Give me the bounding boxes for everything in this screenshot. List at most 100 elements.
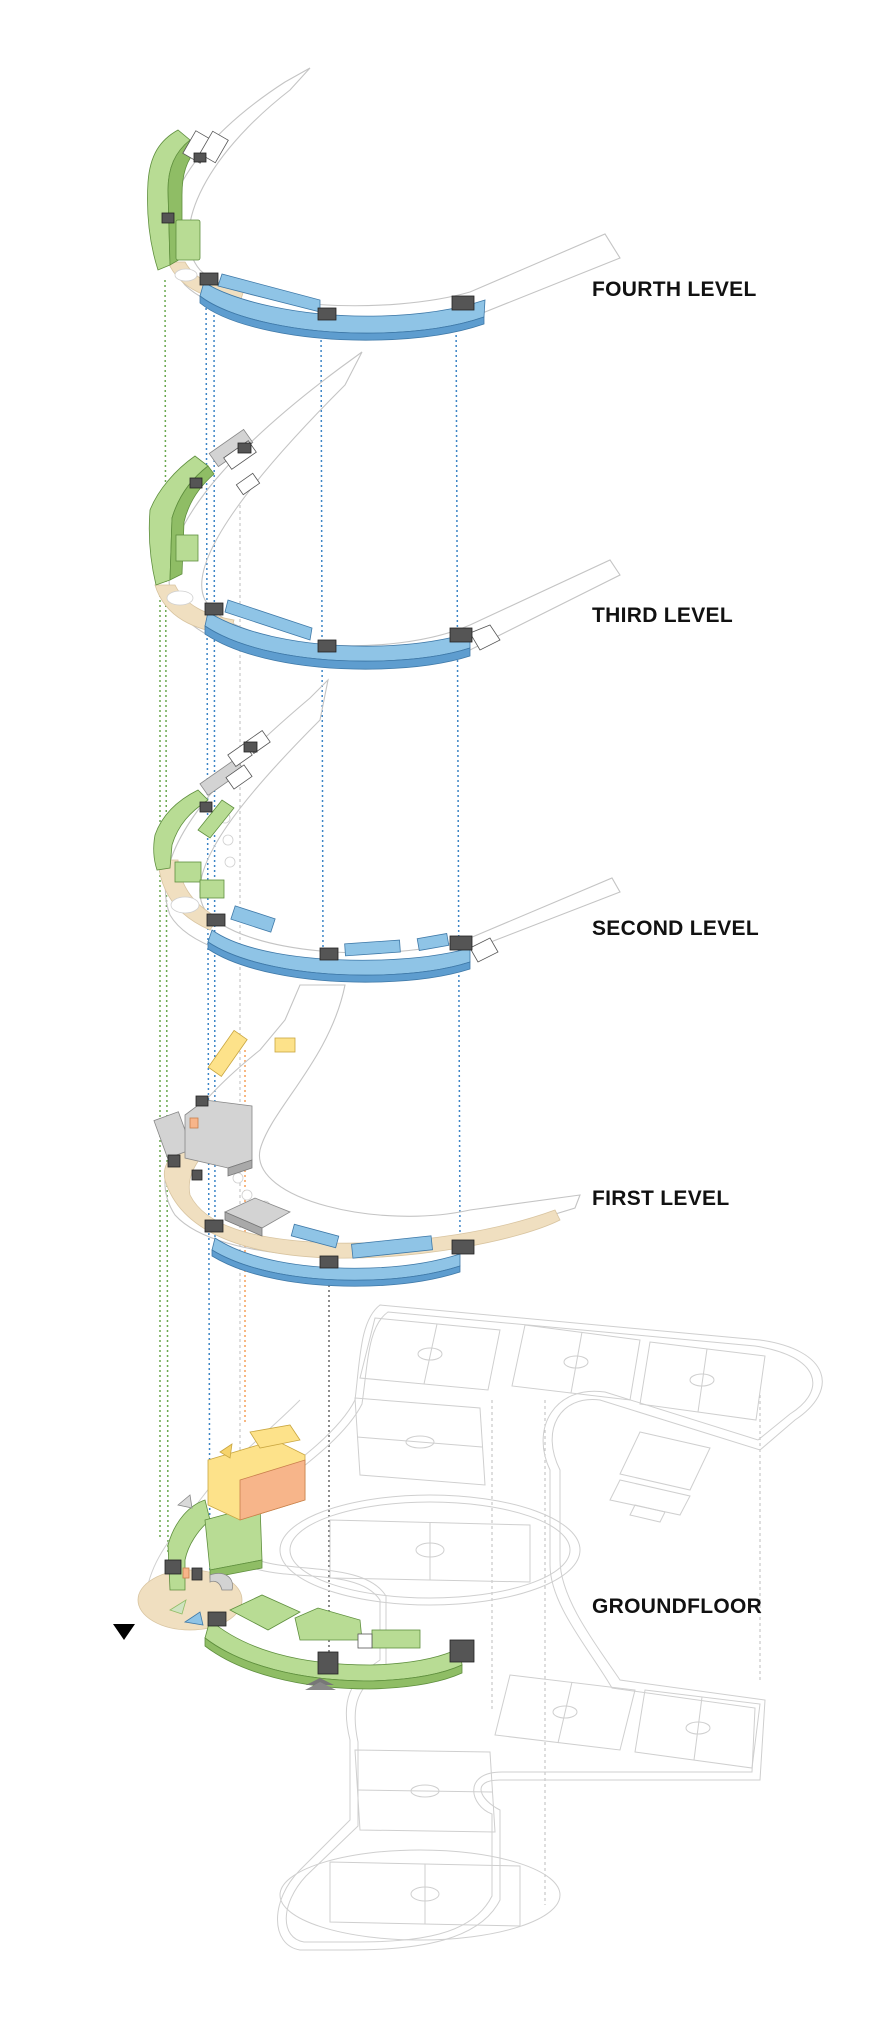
football-field-3: [639, 1341, 766, 1421]
second-slab-outline: [164, 678, 621, 969]
second-hole-2: [222, 834, 234, 846]
ground-core-4: [317, 1651, 339, 1675]
ground-yellow-top: [249, 1424, 301, 1449]
second-hole-3: [224, 856, 236, 868]
ground-green-top-2: [294, 1607, 363, 1641]
football-field-2: [511, 1324, 641, 1401]
fourth-white-block-2: [199, 130, 229, 164]
third-blue-block-side: [204, 625, 471, 670]
football-field-1: [359, 1317, 501, 1391]
third-core-2: [237, 442, 252, 454]
first-core-3: [191, 1169, 203, 1181]
first-yellow-block: [207, 1029, 248, 1077]
gray-entry-marker: [177, 1494, 193, 1509]
first-yellow-small: [274, 1037, 296, 1053]
football-field-7: [354, 1749, 496, 1833]
running-track-field: [279, 1494, 581, 1606]
first-gray-block-big: [184, 1099, 253, 1169]
secondary-entrance-arrow-icon: [306, 1678, 334, 1685]
ground-orange-bit: [182, 1567, 190, 1579]
blue-alignment-line-right: [455, 304, 461, 1241]
yellow-entry-marker: [219, 1443, 233, 1459]
first-blue-top-1: [290, 1223, 340, 1249]
third-blue-block: [204, 611, 471, 662]
first-core-5: [319, 1255, 339, 1269]
first-hole-1: [232, 1172, 244, 1184]
second-blue-block-side: [207, 941, 471, 983]
fourth-core-2: [193, 152, 207, 163]
first-gray-block-big-side: [227, 1159, 253, 1177]
second-core-5: [449, 935, 473, 951]
second-green-block: [153, 789, 209, 871]
fourth-level-plan: [147, 67, 621, 341]
first-core-4: [204, 1219, 224, 1233]
blue-alignment-line-left-2: [213, 299, 216, 1241]
fourth-green-block-small: [175, 219, 201, 261]
third-level-label: THIRD LEVEL: [592, 604, 733, 627]
first-core-2: [195, 1095, 209, 1107]
groundfloor-label: GROUNDFLOOR: [592, 1595, 763, 1618]
ground-green-wing-side: [204, 1637, 463, 1690]
third-core-1: [189, 477, 203, 489]
ground-core-2: [191, 1567, 203, 1581]
first-core-1: [167, 1154, 181, 1168]
second-level-label: SECOND LEVEL: [592, 917, 759, 940]
ground-green-top-3: [371, 1629, 421, 1649]
football-field-8: [279, 1849, 561, 1941]
third-white-block-2: [235, 472, 261, 496]
ground-white-bit: [357, 1633, 373, 1649]
second-core-4: [319, 947, 339, 961]
first-core-6: [451, 1239, 475, 1255]
ground-core-3: [207, 1611, 227, 1627]
second-core-2: [243, 741, 258, 753]
fourth-core-5: [451, 295, 475, 311]
fourth-blue-block-side: [199, 295, 485, 341]
first-level-plan: [153, 984, 581, 1287]
football-field-6: [634, 1689, 761, 1769]
third-core-5: [449, 627, 473, 643]
second-white-end: [469, 937, 499, 963]
third-core-4: [317, 639, 337, 653]
third-void: [166, 590, 194, 606]
second-core-1: [199, 801, 213, 813]
ground-green-top-1: [229, 1594, 301, 1631]
second-white-block-3: [225, 764, 253, 790]
ground-orange-side: [239, 1459, 306, 1521]
second-blue-top-1: [230, 905, 276, 933]
ground-gray-curve: [209, 1573, 233, 1591]
second-green-small-2: [199, 879, 225, 899]
ground-core-5: [449, 1639, 475, 1663]
green-entry-marker: [169, 1599, 187, 1615]
first-level-label: FIRST LEVEL: [592, 1187, 730, 1210]
second-level-plan: [153, 678, 621, 983]
third-core-3: [204, 602, 224, 616]
third-green-small: [175, 534, 199, 562]
fourth-blue-block-top: [217, 273, 321, 313]
first-orange-bit: [189, 1117, 199, 1129]
blue-entry-marker: [183, 1611, 204, 1626]
second-void: [170, 896, 200, 914]
third-blue-block-top: [224, 599, 313, 641]
tennis-courts: [609, 1431, 711, 1523]
first-blue-block-side: [211, 1249, 461, 1287]
fourth-core-4: [317, 307, 337, 321]
blue-alignment-line-middle: [320, 319, 324, 951]
groundfloor-site-plan: [113, 1304, 823, 1951]
secondary-entrance-marker: [305, 1682, 336, 1690]
second-gray-block: [199, 758, 245, 796]
second-green-strip: [197, 799, 235, 839]
fourth-void: [174, 268, 198, 282]
football-field-5: [494, 1674, 636, 1751]
first-blue-top-2: [351, 1235, 433, 1259]
second-core-3: [206, 913, 226, 927]
second-blue-top-2: [344, 939, 401, 957]
first-hole-2: [241, 1189, 253, 1201]
main-entrance-arrow-icon: [113, 1624, 135, 1640]
ground-core-1: [164, 1559, 182, 1575]
fourth-core-3: [199, 272, 219, 286]
second-blue-top-3: [416, 933, 450, 951]
fourth-core-1: [161, 212, 175, 224]
third-white-end: [469, 624, 501, 651]
